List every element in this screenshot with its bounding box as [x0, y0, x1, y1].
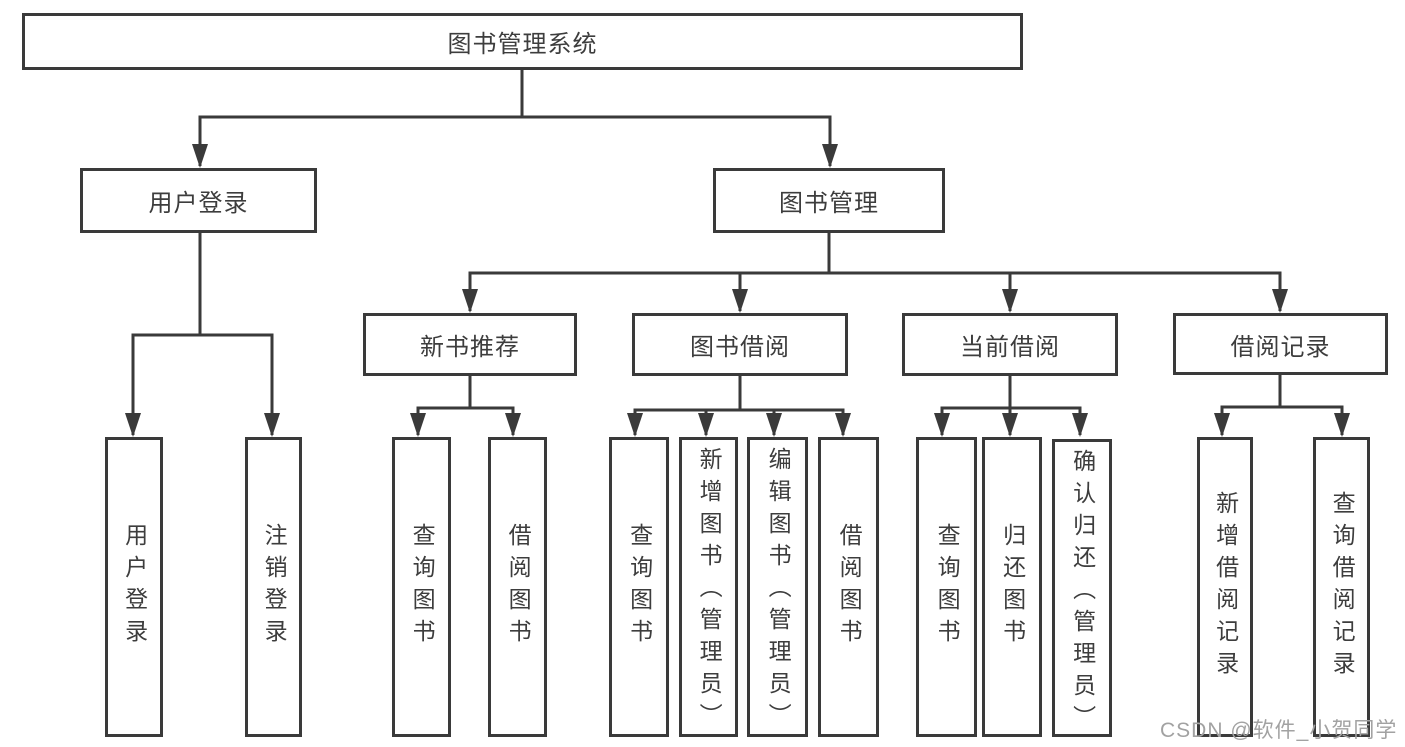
arrowheads [125, 144, 1350, 437]
arrow-down-icon [766, 413, 782, 437]
arrow-down-icon [1334, 413, 1350, 437]
leaf-br-query-record: 查询借阅记录 [1313, 437, 1370, 737]
arrow-down-icon [505, 413, 521, 437]
arrow-down-icon [125, 413, 141, 437]
arrow-down-icon [192, 144, 208, 168]
edge-level2-rail [198, 115, 832, 166]
edge-userlogin-rail [131, 333, 274, 435]
arrow-down-icon [835, 413, 851, 437]
leaf-label: 注销登录 [261, 523, 288, 651]
leaf-label: 归还图书 [999, 523, 1026, 651]
node-borrow-records: 借阅记录 [1173, 313, 1388, 375]
node-book-borrow: 图书借阅 [632, 313, 848, 376]
leaf-rec-borrow-books: 借阅图书 [488, 437, 547, 737]
node-root-system: 图书管理系统 [22, 13, 1023, 70]
leaf-logout: 注销登录 [245, 437, 302, 737]
leaf-rec-query-books: 查询图书 [392, 437, 451, 737]
arrow-down-icon [1072, 413, 1088, 437]
arrow-down-icon [934, 413, 950, 437]
arrow-down-icon [410, 413, 426, 437]
leaf-label: 查询图书 [626, 523, 653, 651]
leaf-label: 新增借阅记录 [1212, 491, 1239, 683]
arrow-down-icon [1002, 413, 1018, 437]
arrow-down-icon [698, 413, 714, 437]
arrow-down-icon [1214, 413, 1230, 437]
arrow-down-icon [1002, 289, 1018, 313]
leaf-label: 查询图书 [934, 523, 961, 651]
leaf-cb-query-books: 查询图书 [916, 437, 977, 737]
leaf-bb-query-books: 查询图书 [609, 437, 669, 737]
arrow-down-icon [264, 413, 280, 437]
node-new-book-recommend: 新书推荐 [363, 313, 577, 376]
leaf-label: 查询图书 [409, 523, 436, 651]
arrow-down-icon [627, 413, 643, 437]
leaf-cb-confirm-return-admin: 确认归还（管理员） [1052, 439, 1112, 737]
leaf-bb-add-books-admin: 新增图书（管理员） [679, 437, 738, 737]
csdn-watermark: CSDN @软件_小贺同学 [1160, 719, 1398, 742]
arrow-down-icon [822, 144, 838, 168]
node-book-management: 图书管理 [713, 168, 945, 233]
leaf-label: 确认归还（管理员） [1069, 449, 1096, 737]
arrow-down-icon [732, 289, 748, 313]
leaf-user-login: 用户登录 [105, 437, 163, 737]
node-current-borrow: 当前借阅 [902, 313, 1118, 376]
leaf-label: 查询借阅记录 [1329, 491, 1356, 683]
connector-lines [131, 70, 1344, 435]
edge-level3-rail [468, 271, 1282, 311]
edge-br-rail [1220, 405, 1344, 435]
leaf-bb-edit-books-admin: 编辑图书（管理员） [747, 437, 808, 737]
arrow-down-icon [462, 289, 478, 313]
node-user-login: 用户登录 [80, 168, 317, 233]
leaf-label: 新增图书（管理员） [696, 447, 723, 735]
edge-rec-rail [416, 406, 515, 435]
leaf-br-add-record: 新增借阅记录 [1197, 437, 1253, 737]
arrow-down-icon [1272, 289, 1288, 313]
leaf-bb-borrow-books: 借阅图书 [818, 437, 879, 737]
leaf-label: 编辑图书（管理员） [765, 447, 792, 735]
leaf-label: 借阅图书 [505, 523, 532, 651]
leaf-label: 用户登录 [121, 523, 148, 651]
edge-bb-rail [633, 408, 845, 435]
leaf-cb-return-books: 归还图书 [982, 437, 1042, 737]
leaf-label: 借阅图书 [836, 523, 863, 651]
